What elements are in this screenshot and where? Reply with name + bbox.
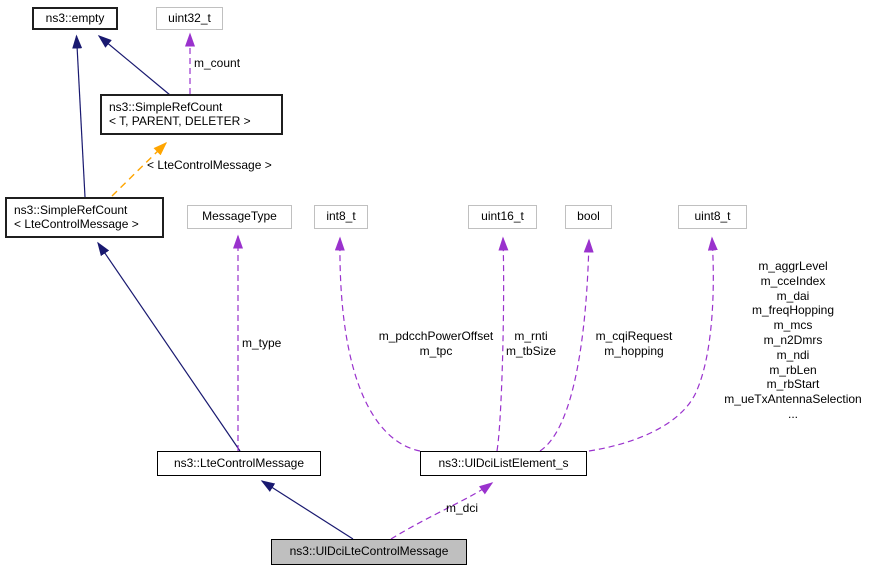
node-uint16-t: uint16_t bbox=[468, 205, 537, 229]
edge-label-int8-members: m_pdcchPowerOffset m_tpc bbox=[378, 329, 494, 358]
edge-label-bool-members: m_cqiRequest m_hopping bbox=[595, 329, 673, 358]
node-simplerefcount-template[interactable]: ns3::SimpleRefCount < T, PARENT, DELETER… bbox=[100, 94, 283, 135]
edge-inherit-ltecontrolmessage-to-simplerefcount-ltecm bbox=[97, 241, 241, 452]
edge-usage-int8-members bbox=[334, 236, 421, 452]
node-uldcilistelement-s[interactable]: ns3::UlDciListElement_s bbox=[420, 451, 587, 476]
edge-label-m-dci: m_dci bbox=[446, 501, 479, 515]
edge-label-template-args: < LteControlMessage > bbox=[147, 158, 272, 172]
node-simplerefcount-ltecontrolmessage[interactable]: ns3::SimpleRefCount < LteControlMessage … bbox=[5, 197, 164, 238]
edge-label-uint8-members: m_aggrLevel m_cceIndex m_dai m_freqHoppi… bbox=[724, 259, 862, 421]
node-ltecontrolmessage[interactable]: ns3::LteControlMessage bbox=[157, 451, 321, 476]
edge-label-uint16-members: m_rnti m_tbSize bbox=[505, 329, 557, 358]
node-uint32-t: uint32_t bbox=[156, 7, 223, 30]
node-messagetype: MessageType bbox=[187, 205, 292, 229]
edge-label-m-count: m_count bbox=[194, 56, 241, 70]
node-uldciltecontrolmessage: ns3::UlDciLteControlMessage bbox=[271, 539, 467, 565]
node-ns3-empty[interactable]: ns3::empty bbox=[32, 7, 118, 30]
edge-inherit-uldciltecontrolmessage-to-ltecontrolmessage bbox=[260, 480, 354, 540]
edge-inherit-simplerefcount-ltecm-to-empty bbox=[72, 34, 86, 198]
node-uint8-t: uint8_t bbox=[678, 205, 747, 229]
edge-usage-m-dci bbox=[390, 482, 494, 540]
node-bool: bool bbox=[565, 205, 612, 229]
edge-usage-bool-members bbox=[539, 238, 594, 452]
edge-inherit-simplerefcount-template-to-empty bbox=[97, 35, 171, 96]
node-int8-t: int8_t bbox=[314, 205, 368, 229]
edge-usage-uint16-members bbox=[496, 236, 509, 452]
edge-label-m-type: m_type bbox=[242, 336, 282, 350]
edge-template-instantiation bbox=[111, 141, 168, 197]
